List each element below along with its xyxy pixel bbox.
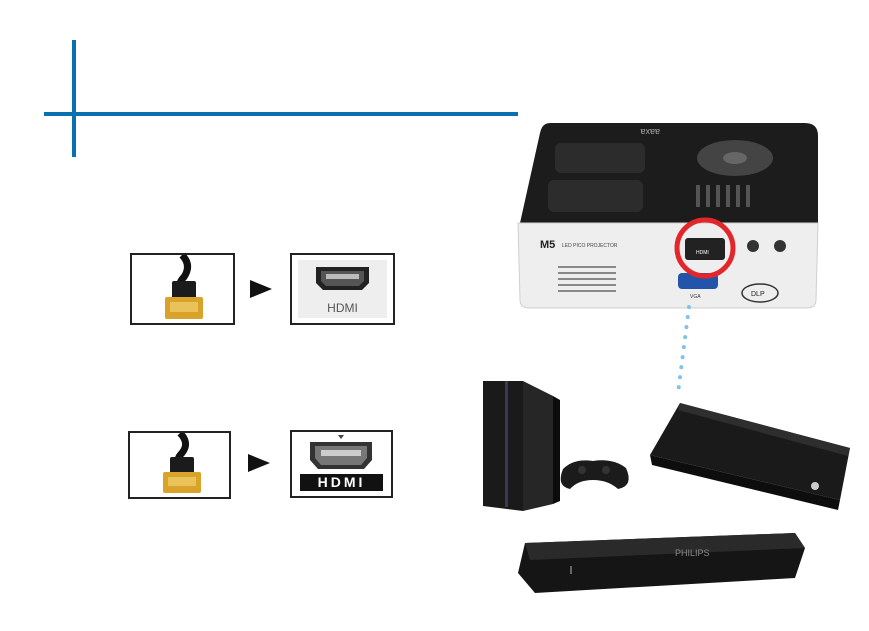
bluray-brand: PHILIPS bbox=[675, 548, 710, 558]
bluray-player-illustration: PHILIPS bbox=[510, 528, 810, 603]
hdmi-port-label: HDMI bbox=[300, 474, 383, 491]
hdmi-cable-plug-icon bbox=[132, 255, 233, 323]
projector-model-subtitle: LED PICO PROJECTOR bbox=[562, 243, 618, 249]
dotted-connector bbox=[672, 305, 696, 400]
arrow-right-icon bbox=[250, 280, 272, 298]
game-console-illustration bbox=[478, 376, 638, 516]
projector-hdmi-port-label: HDMI bbox=[696, 250, 709, 256]
accent-horizontal-line bbox=[44, 112, 518, 116]
hdmi-port-label: HDMI bbox=[292, 301, 393, 315]
arrow-right-icon bbox=[248, 454, 270, 472]
hdmi-cable-box-2 bbox=[128, 431, 231, 499]
accent-vertical-line bbox=[72, 40, 76, 157]
projector-brand: aaxa bbox=[640, 127, 660, 137]
hdmi-cable-plug-icon bbox=[130, 433, 229, 497]
projector-model: M5 bbox=[540, 239, 555, 251]
dlp-badge-label: DLP bbox=[751, 291, 765, 298]
hdmi-cable-box-1 bbox=[130, 253, 235, 325]
projector-vga-port-label: VGA bbox=[690, 294, 701, 300]
projector-illustration: aaxa M5 LED PICO PROJECTOR HDMI VGA DLP bbox=[510, 118, 830, 318]
hdmi-port-box-1: HDMI bbox=[290, 253, 395, 325]
xbox-console-illustration bbox=[640, 400, 860, 520]
hdmi-port-box-2: HDMI bbox=[290, 430, 393, 498]
